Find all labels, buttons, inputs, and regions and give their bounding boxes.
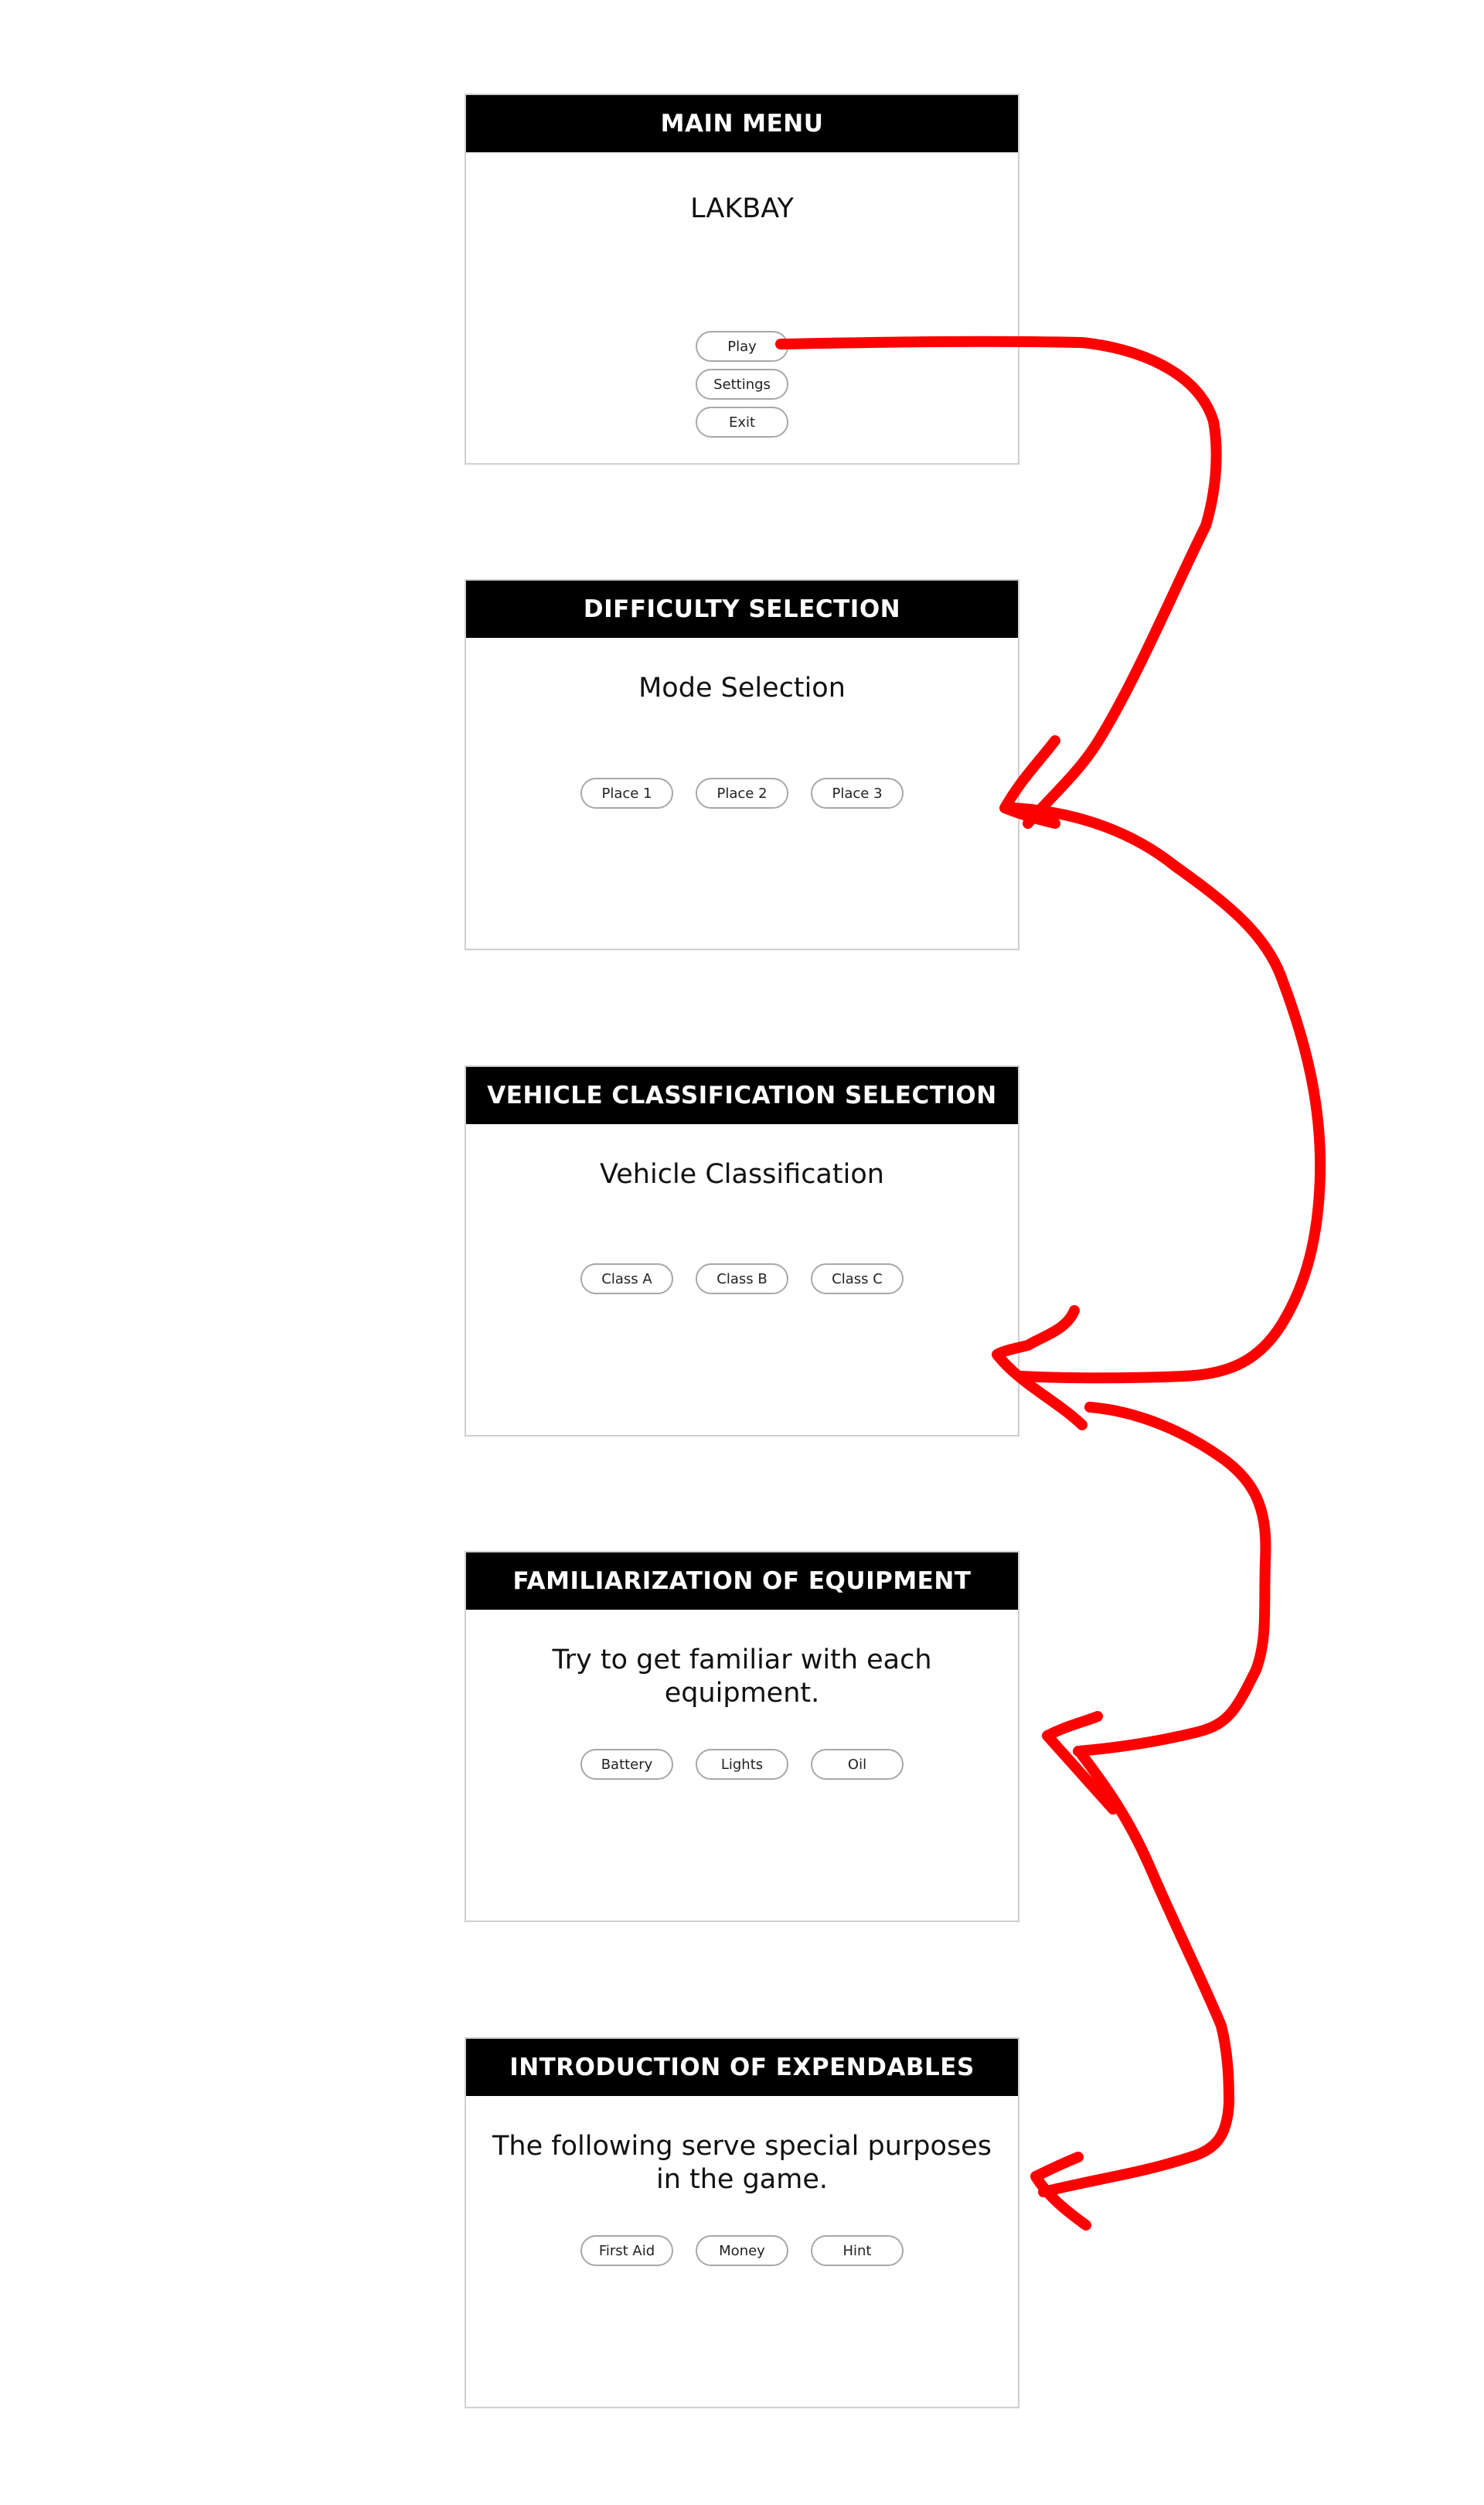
class-a-button[interactable]: Class A xyxy=(580,1263,673,1294)
screen-heading: Try to get familiar with each equipment. xyxy=(552,1644,932,1709)
money-button[interactable]: Money xyxy=(696,2235,788,2266)
class-b-button[interactable]: Class B xyxy=(696,1263,788,1294)
screen-title: INTRODUCTION OF EXPENDABLES xyxy=(466,2039,1018,2096)
screen-heading: Mode Selection xyxy=(638,673,846,704)
screen-title: MAIN MENU xyxy=(466,95,1018,152)
flow-arrowhead-equipment xyxy=(1042,1711,1118,1815)
exit-button[interactable]: Exit xyxy=(696,407,788,438)
screen-title: FAMILIARIZATION OF EQUIPMENT xyxy=(466,1552,1018,1610)
screen-equipment: FAMILIARIZATION OF EQUIPMENT Try to get … xyxy=(465,1551,1019,1922)
class-c-button[interactable]: Class C xyxy=(811,1263,904,1294)
screen-main-menu: MAIN MENU LAKBAY Play Settings Exit xyxy=(465,94,1019,465)
flow-arrowhead-expendables xyxy=(1030,2152,1091,2231)
place-1-button[interactable]: Place 1 xyxy=(580,778,673,809)
screen-expendables: INTRODUCTION OF EXPENDABLES The followin… xyxy=(465,2037,1019,2408)
screen-title: DIFFICULTY SELECTION xyxy=(466,581,1018,638)
lights-button[interactable]: Lights xyxy=(696,1749,788,1780)
equipment-buttons: Battery Lights Oil xyxy=(466,1749,1018,1780)
flow-arrow-vehicle-to-equipment xyxy=(1073,1402,1271,1757)
screen-heading: Vehicle Classification xyxy=(600,1159,884,1190)
first-aid-button[interactable]: First Aid xyxy=(580,2235,673,2266)
screen-difficulty-selection: DIFFICULTY SELECTION Mode Selection Plac… xyxy=(465,579,1019,950)
screen-heading: The following serve special purposes in … xyxy=(492,2131,992,2195)
menu-buttons: Play Settings Exit xyxy=(696,331,788,438)
screen-vehicle-classification: VEHICLE CLASSIFICATION SELECTION Vehicle… xyxy=(465,1065,1019,1437)
flow-arrow-difficulty-to-vehicle xyxy=(1007,803,1326,1384)
hint-button[interactable]: Hint xyxy=(811,2235,904,2266)
game-title: LAKBAY xyxy=(690,193,794,224)
place-2-button[interactable]: Place 2 xyxy=(696,778,788,809)
play-button[interactable]: Play xyxy=(696,331,788,362)
oil-button[interactable]: Oil xyxy=(811,1749,904,1780)
battery-button[interactable]: Battery xyxy=(580,1749,673,1780)
class-buttons: Class A Class B Class C xyxy=(466,1263,1018,1294)
flow-arrow-equipment-to-expendables xyxy=(1038,1750,1234,2197)
place-3-button[interactable]: Place 3 xyxy=(811,778,904,809)
expendable-buttons: First Aid Money Hint xyxy=(466,2235,1018,2266)
screen-title: VEHICLE CLASSIFICATION SELECTION xyxy=(466,1067,1018,1124)
settings-button[interactable]: Settings xyxy=(696,369,788,400)
mode-buttons: Place 1 Place 2 Place 3 xyxy=(466,778,1018,809)
